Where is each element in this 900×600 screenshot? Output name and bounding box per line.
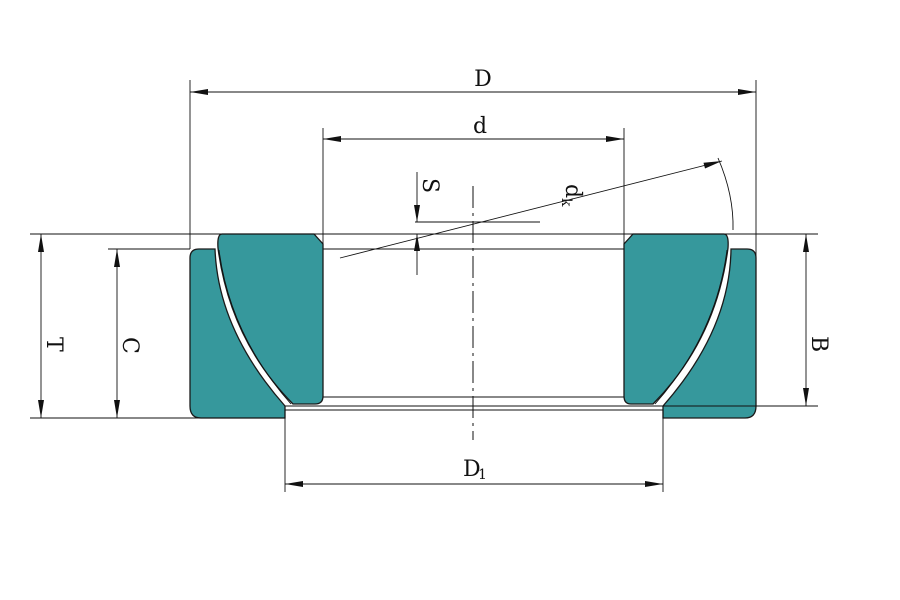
svg-text:1: 1 <box>478 467 487 483</box>
right-housing-washer <box>662 248 757 419</box>
bearing-cross-section <box>189 233 757 419</box>
label-total-height: T <box>41 337 66 352</box>
right-raceway-line <box>654 249 728 405</box>
label-bore-diameter: d <box>473 114 487 139</box>
dimension-lines <box>30 80 818 492</box>
svg-text:D: D <box>463 457 481 482</box>
dimension-labels: D d d k S T C B D 1 <box>41 67 831 483</box>
label-offset: S <box>417 178 442 193</box>
left-raceway-line <box>218 249 292 405</box>
label-housing-washer-bore: D 1 <box>463 457 487 483</box>
label-sphere-diameter: d k <box>558 184 585 207</box>
label-outer-diameter: D <box>474 67 492 92</box>
label-shaft-washer-height: B <box>806 336 831 352</box>
svg-text:d: d <box>560 184 585 198</box>
label-housing-washer-height: C <box>117 337 142 354</box>
svg-text:k: k <box>558 198 574 207</box>
right-shaft-washer <box>623 233 729 405</box>
